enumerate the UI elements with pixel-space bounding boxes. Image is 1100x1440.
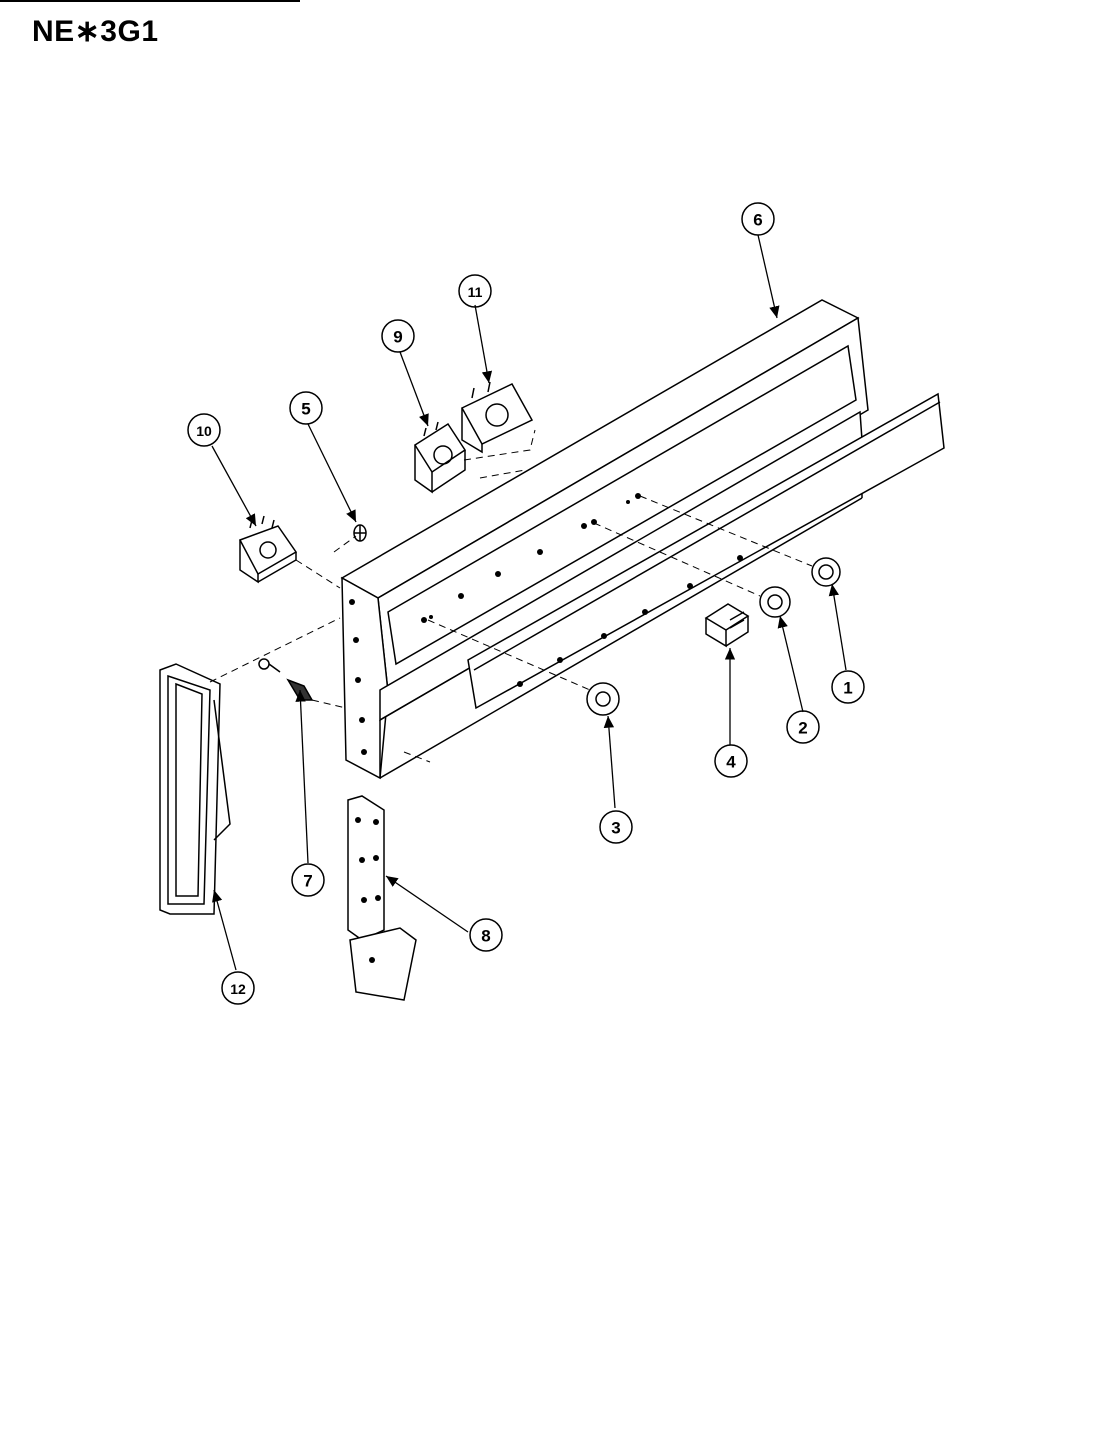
bracket-8-part [347, 795, 417, 1001]
callout-12-circle [221, 971, 255, 1005]
screw-7-part [258, 658, 314, 701]
callout-6-circle [741, 202, 775, 236]
callout-2-label: 2 [798, 719, 807, 738]
callout-8-label: 8 [481, 927, 490, 946]
callout-12-label: 12 [230, 981, 246, 997]
callout-11-label: 11 [468, 284, 483, 300]
switch-9-part [413, 421, 467, 494]
callout-3-circle [599, 810, 633, 844]
callout-10-circle [187, 413, 221, 447]
knob-1-part [811, 557, 841, 587]
callout-4-label: 4 [726, 753, 736, 772]
callout-4-circle [714, 744, 748, 778]
leader-lines [211, 234, 847, 971]
callout-7-label: 7 [303, 872, 312, 891]
end-cap-12-part [159, 663, 231, 915]
callout-2-circle [786, 710, 820, 744]
callout-1-circle [831, 670, 865, 704]
callout-8-circle [469, 918, 503, 952]
callout-11-circle [458, 274, 492, 308]
callout-circles [187, 202, 865, 1005]
switch-10-part [238, 515, 298, 584]
rocker-4-part [704, 603, 750, 648]
callout-7-circle [291, 863, 325, 897]
callout-6-label: 6 [753, 211, 762, 230]
knob-3-part [586, 682, 620, 716]
callout-3-label: 3 [611, 819, 620, 838]
control-panel-part [340, 299, 945, 780]
callout-5-label: 5 [301, 400, 310, 419]
model-title: NE∗3G1 [32, 15, 159, 48]
callout-9-label: 9 [393, 328, 402, 347]
bushing-5-part [353, 524, 367, 542]
callout-1-label: 1 [843, 679, 852, 698]
assembly-lines [209, 429, 813, 763]
callout-5-circle [289, 391, 323, 425]
switch-11-part [460, 381, 534, 454]
callout-10-label: 10 [196, 423, 212, 439]
callout-9-circle [381, 319, 415, 353]
header-rule [0, 0, 300, 2]
knob-2-part [759, 586, 791, 618]
